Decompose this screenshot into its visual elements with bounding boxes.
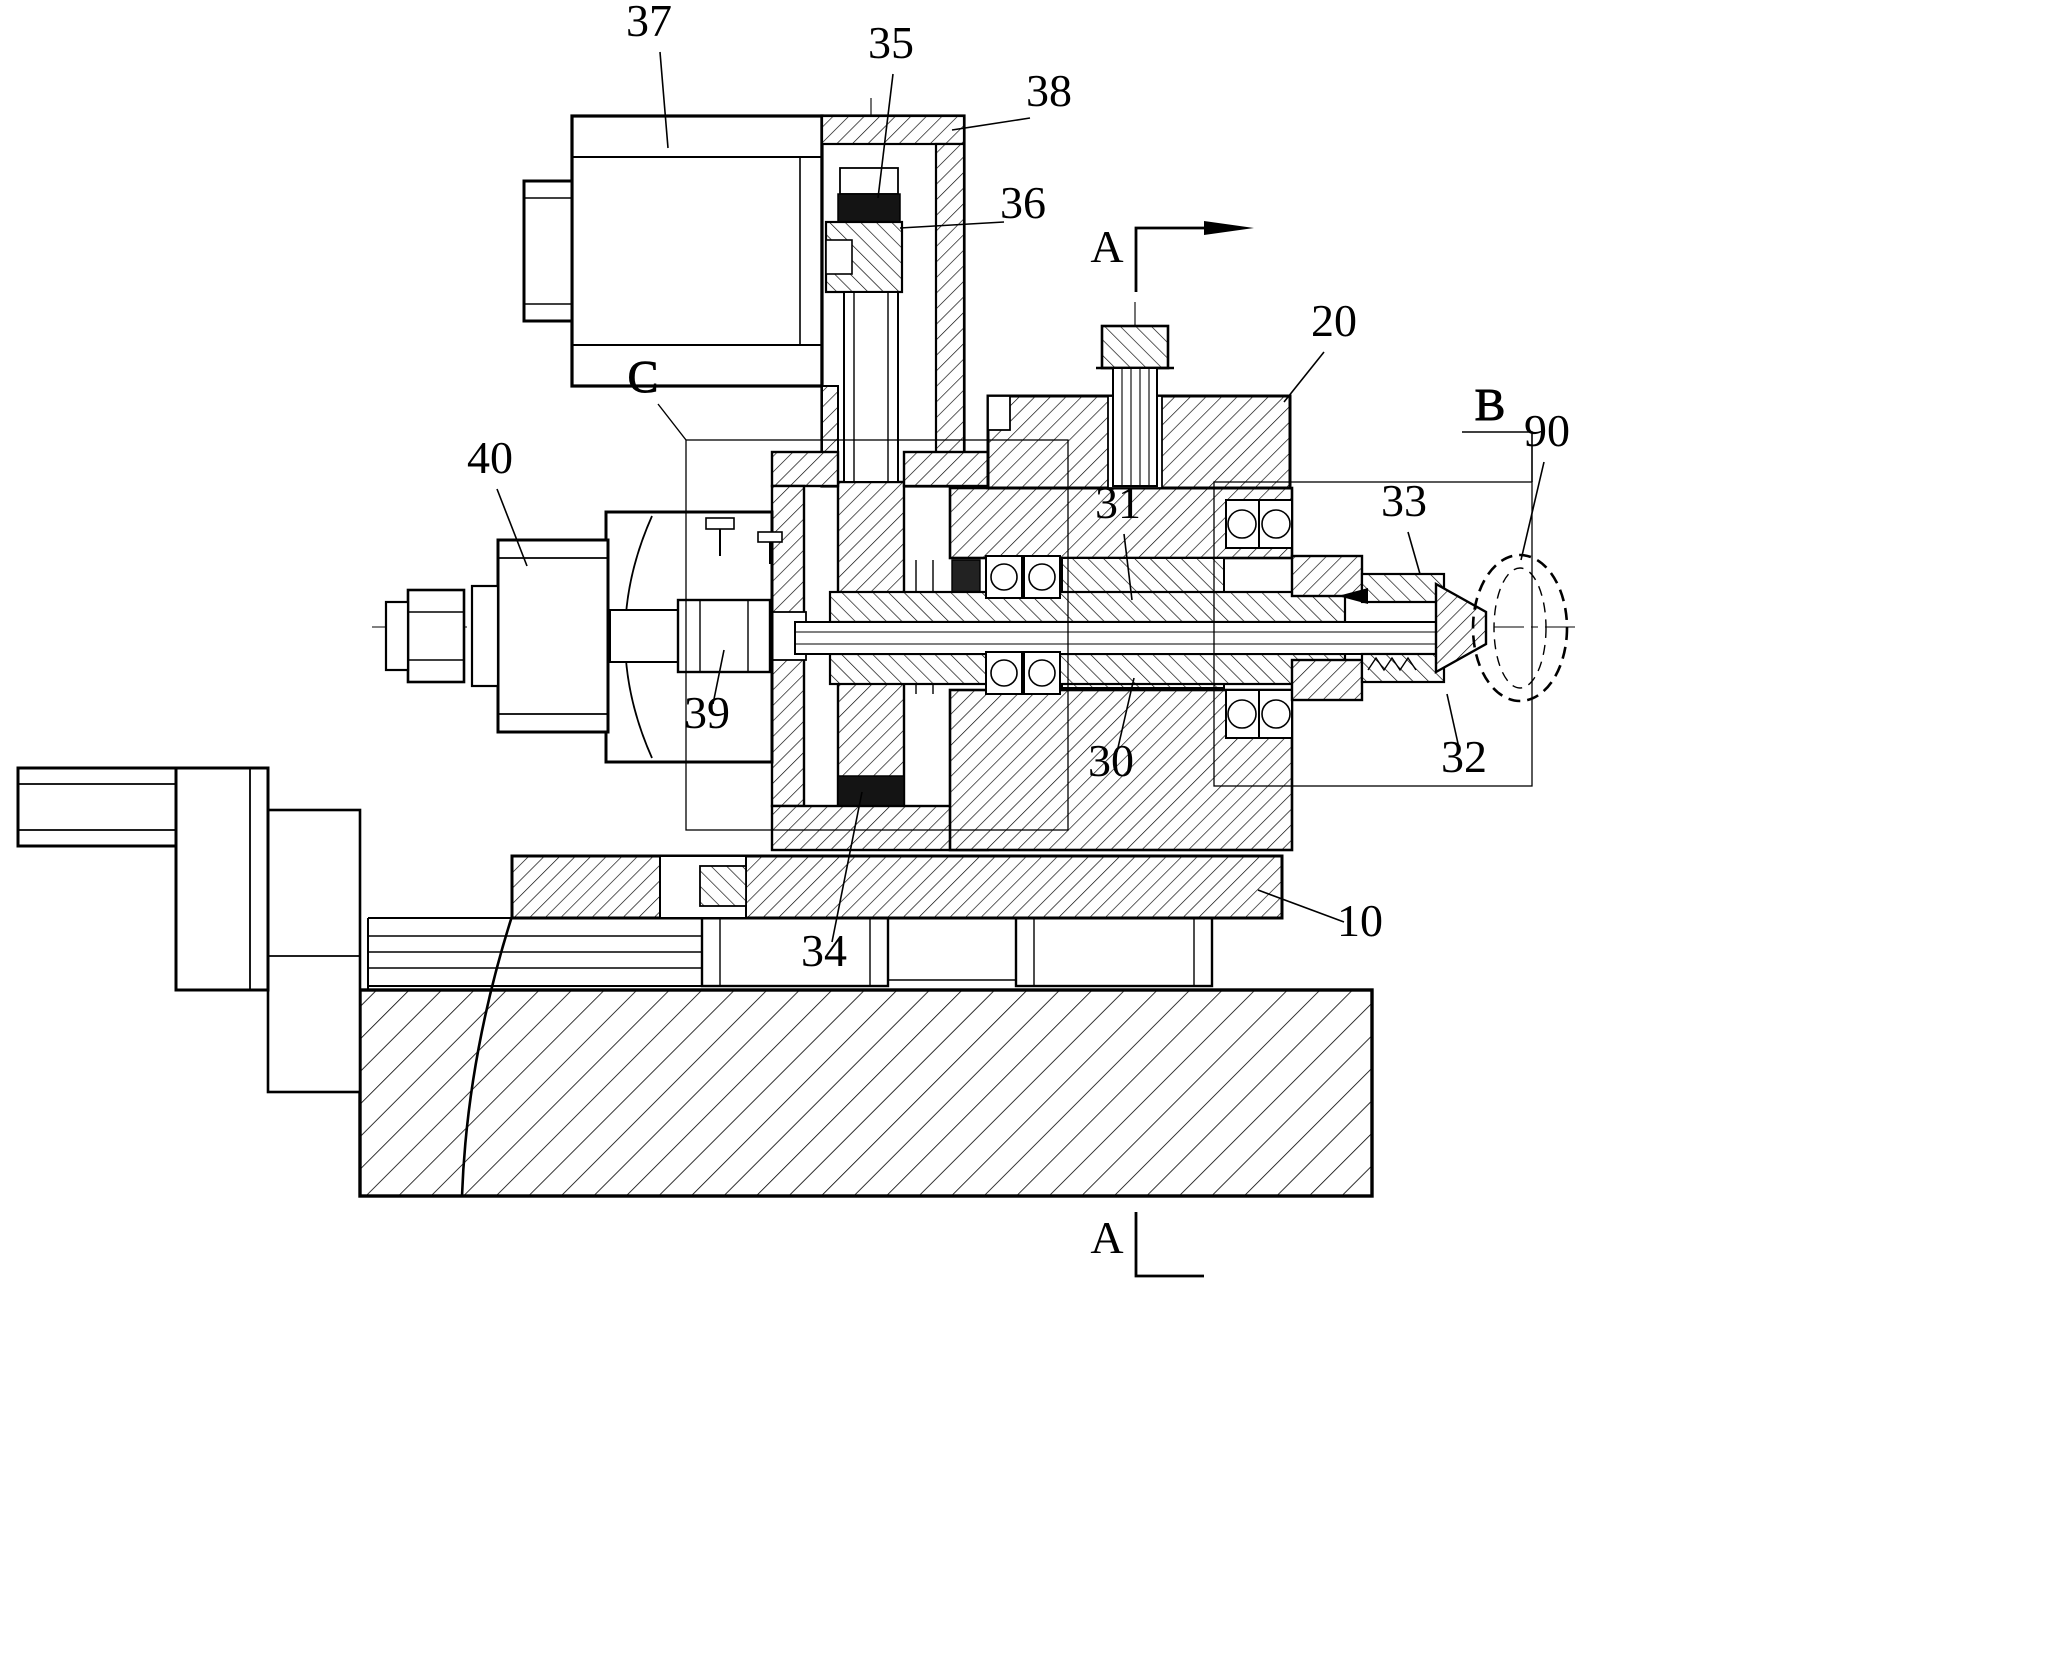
- pulley-35-block: [837, 193, 901, 223]
- belt: [843, 291, 899, 483]
- set-screw: [1338, 588, 1368, 604]
- ball-knob-90: [1471, 553, 1569, 703]
- leader-32: [1446, 693, 1460, 749]
- screw-1: [705, 517, 735, 530]
- callout-39: 39: [684, 687, 730, 738]
- callout-36: 36: [1000, 177, 1046, 228]
- rail-right: [1014, 916, 1214, 988]
- motor-40: [384, 538, 610, 734]
- detail-c-label: C: [628, 351, 659, 402]
- callout-40: 40: [467, 432, 513, 483]
- bearings: [985, 499, 1293, 739]
- shaft-end: [384, 600, 410, 672]
- left-slide: [16, 766, 362, 1094]
- leader-36: [899, 221, 1005, 229]
- leader-10: [1257, 889, 1345, 923]
- leader-37: [659, 51, 669, 149]
- leader-39: [712, 649, 725, 705]
- detail-c: C: [627, 351, 1069, 831]
- sleeve-30: [828, 652, 1347, 686]
- section-a-top-label: A: [1090, 221, 1123, 272]
- leader-30: [1116, 677, 1135, 753]
- leader-31: [1123, 533, 1133, 601]
- section-arrow-icon: [1204, 221, 1254, 235]
- pulley-34-seal: [837, 775, 905, 807]
- sub-plates: [367, 916, 1214, 990]
- leader-33: [1407, 531, 1421, 575]
- slide-bracket: [266, 808, 362, 1094]
- coupling-39: [609, 598, 772, 674]
- section-a-bottom-label: A: [1090, 1212, 1123, 1263]
- section-a-bottom: A: [1090, 1212, 1204, 1278]
- callout-labels: 37 35 38 36 20 90 33 40 39 31 30 32 34 1…: [467, 0, 1570, 976]
- leader-40: [496, 488, 528, 567]
- callout-37: 37: [626, 0, 672, 46]
- callout-90: 90: [1524, 405, 1570, 456]
- base-plate-10: [510, 854, 1284, 920]
- detail-b: B: [1213, 379, 1533, 787]
- leader-90: [1520, 461, 1545, 561]
- drill-rod: [794, 621, 1464, 655]
- motor-37: [522, 114, 824, 388]
- slide-rail: [16, 766, 178, 848]
- callout-10: 10: [1337, 895, 1383, 946]
- nose-33: [1290, 554, 1446, 702]
- callout-30: 30: [1088, 735, 1134, 786]
- leader-lines: [496, 51, 1545, 943]
- callout-31: 31: [1095, 477, 1141, 528]
- seal-upper: [951, 559, 981, 595]
- section-a-top: A: [1090, 221, 1254, 292]
- leader-38: [951, 117, 1031, 131]
- rail-left: [700, 916, 890, 988]
- bolt-shank: [1112, 367, 1158, 487]
- spindle-shaft: [794, 590, 1481, 686]
- callout-33: 33: [1381, 475, 1427, 526]
- screw-2: [757, 531, 783, 543]
- leader-35: [877, 73, 894, 199]
- pulley-35-36: [824, 167, 904, 483]
- callout-20: 20: [1311, 295, 1357, 346]
- detail-b-label: B: [1475, 379, 1506, 430]
- clamp-bolt: [1096, 324, 1174, 487]
- shaft-31: [828, 590, 1347, 624]
- spring: [1367, 656, 1417, 672]
- callout-32: 32: [1441, 731, 1487, 782]
- leader-20: [1283, 351, 1325, 403]
- bolt-head: [1100, 324, 1170, 370]
- callout-38: 38: [1026, 65, 1072, 116]
- callout-35: 35: [868, 17, 914, 68]
- hex-nut: [406, 588, 466, 684]
- callout-34: 34: [801, 925, 847, 976]
- collet-32: [1434, 581, 1488, 675]
- motor-37-endcap: [522, 179, 574, 323]
- leader-34: [831, 791, 863, 943]
- slide-carriage: [174, 766, 270, 992]
